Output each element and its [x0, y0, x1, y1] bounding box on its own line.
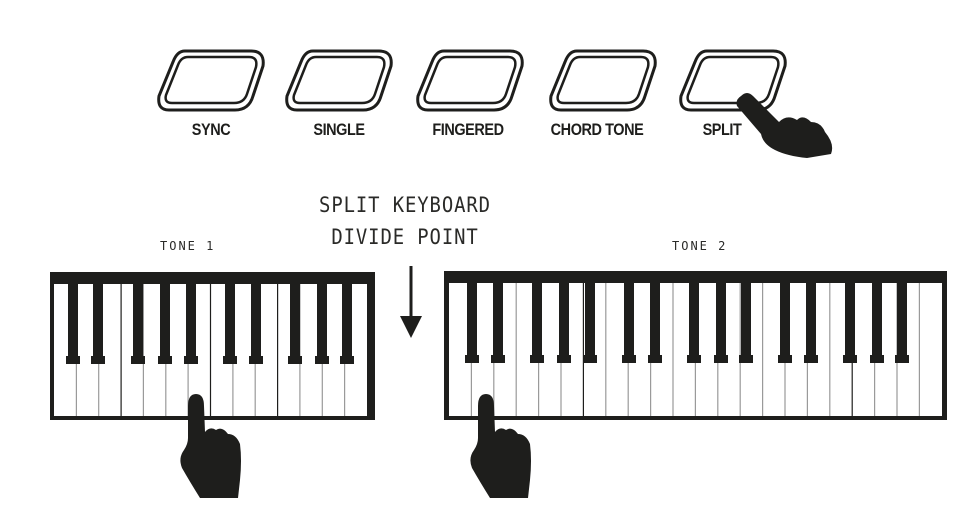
split-label: SPLIT	[702, 120, 742, 139]
single-button[interactable]	[283, 48, 395, 114]
pointing-hand-icon	[736, 93, 833, 158]
sync-button[interactable]	[155, 48, 267, 114]
sync-label: SYNC	[191, 120, 231, 139]
button-outline-icon	[416, 49, 524, 112]
fingered-button[interactable]	[414, 48, 526, 114]
chord-tone-label: CHORD TONE	[550, 120, 644, 139]
button-outline-icon	[157, 49, 265, 112]
divide-point-title-line2: DIVIDE POINT	[331, 225, 479, 249]
divide-point-title-line1: SPLIT KEYBOARD	[319, 193, 491, 217]
single-label: SINGLE	[313, 120, 365, 139]
tone-1-label: TONE 1	[160, 239, 216, 253]
left-keyboard[interactable]	[50, 272, 375, 420]
fingered-label: FINGERED	[432, 120, 504, 139]
down-arrow-icon	[400, 266, 422, 338]
pointing-hand-icon	[180, 394, 241, 498]
pointing-hand-icon	[470, 394, 531, 498]
right-keyboard[interactable]	[444, 271, 947, 420]
tone-2-label: TONE 2	[672, 239, 728, 253]
chord-tone-button[interactable]	[547, 48, 659, 114]
button-outline-icon	[549, 49, 657, 112]
button-outline-icon	[285, 49, 393, 112]
